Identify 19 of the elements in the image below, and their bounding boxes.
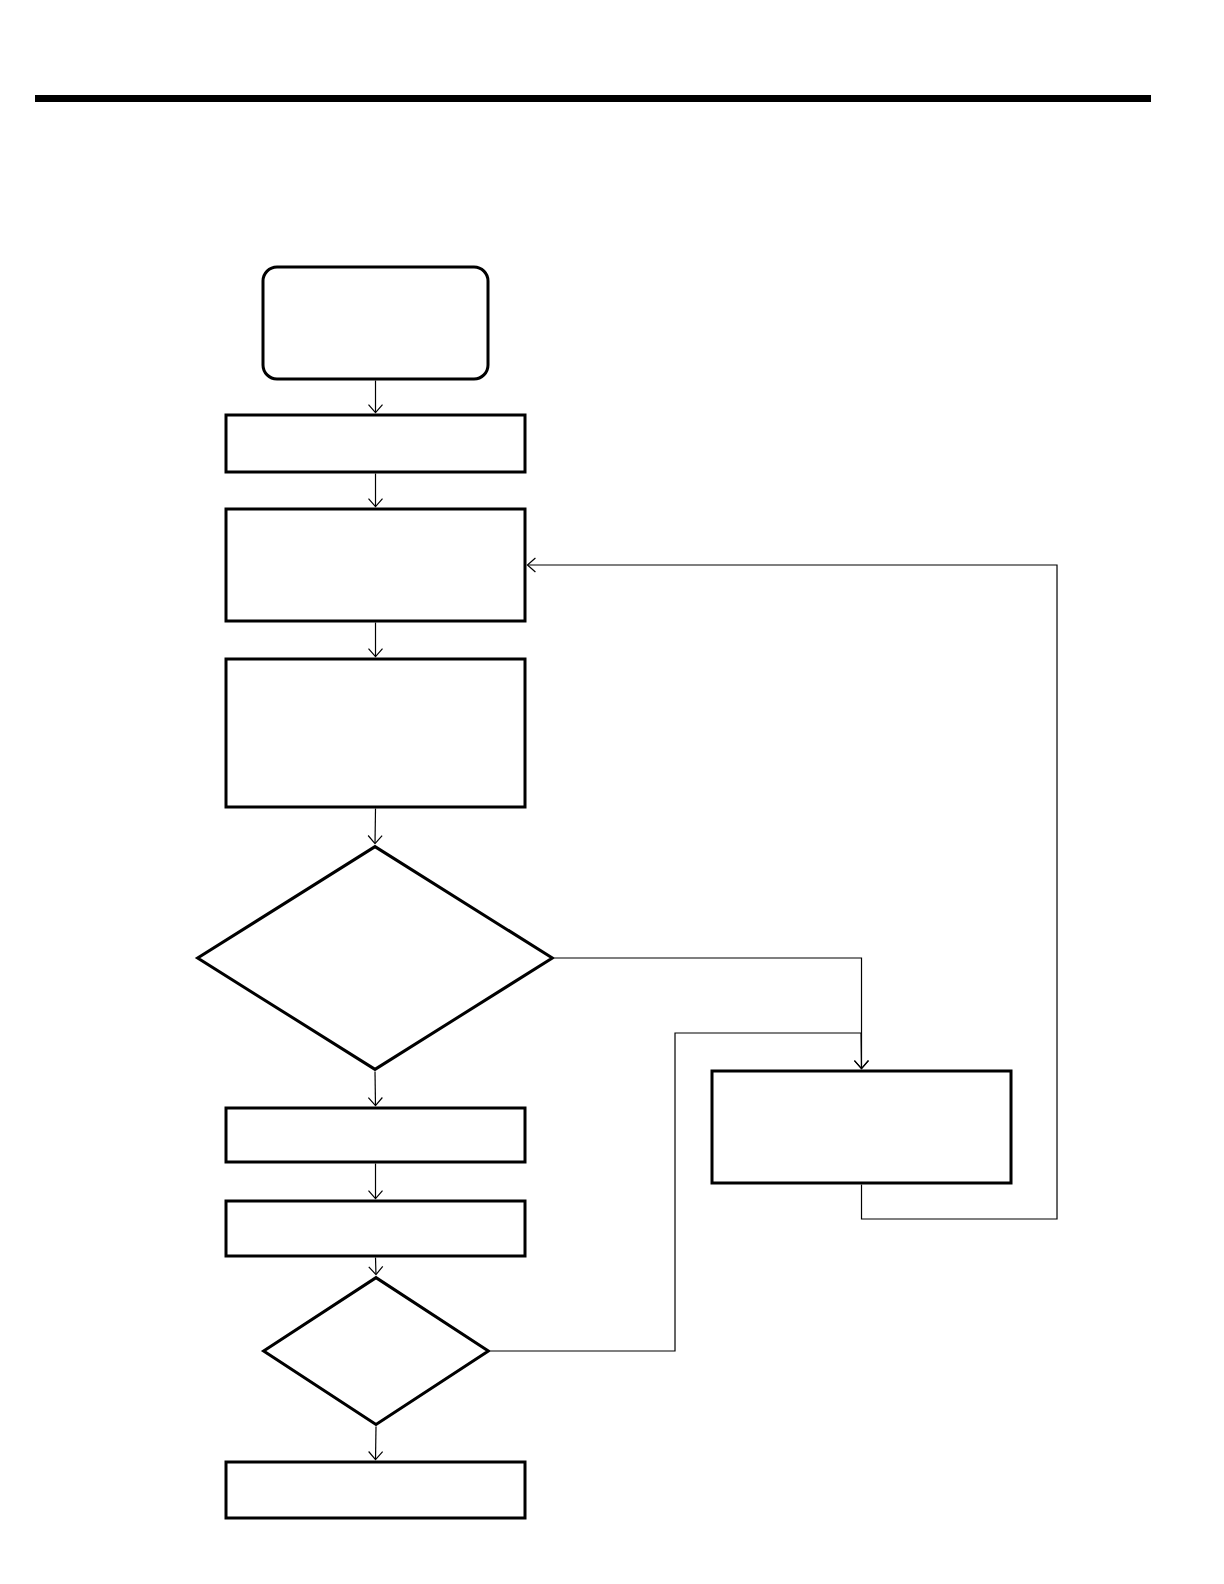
arrow: [367, 1162, 384, 1200]
arrow: [367, 472, 384, 508]
arrow: [526, 557, 1058, 1220]
process-box: [224, 1460, 527, 1520]
process-box: [224, 1106, 527, 1164]
arrow: [367, 807, 383, 845]
process-box: [261, 265, 490, 381]
arrow: [368, 1256, 384, 1276]
arrow: [489, 1032, 869, 1352]
process-box: [224, 1199, 527, 1258]
arrow: [368, 1425, 384, 1461]
process-box: [224, 657, 527, 809]
arrow: [367, 621, 384, 658]
arrow: [367, 1070, 383, 1107]
process-box: [224, 413, 527, 474]
process-box: [224, 507, 527, 623]
arrow: [553, 957, 870, 1070]
process-box: [710, 1069, 1013, 1185]
arrow: [367, 379, 384, 414]
